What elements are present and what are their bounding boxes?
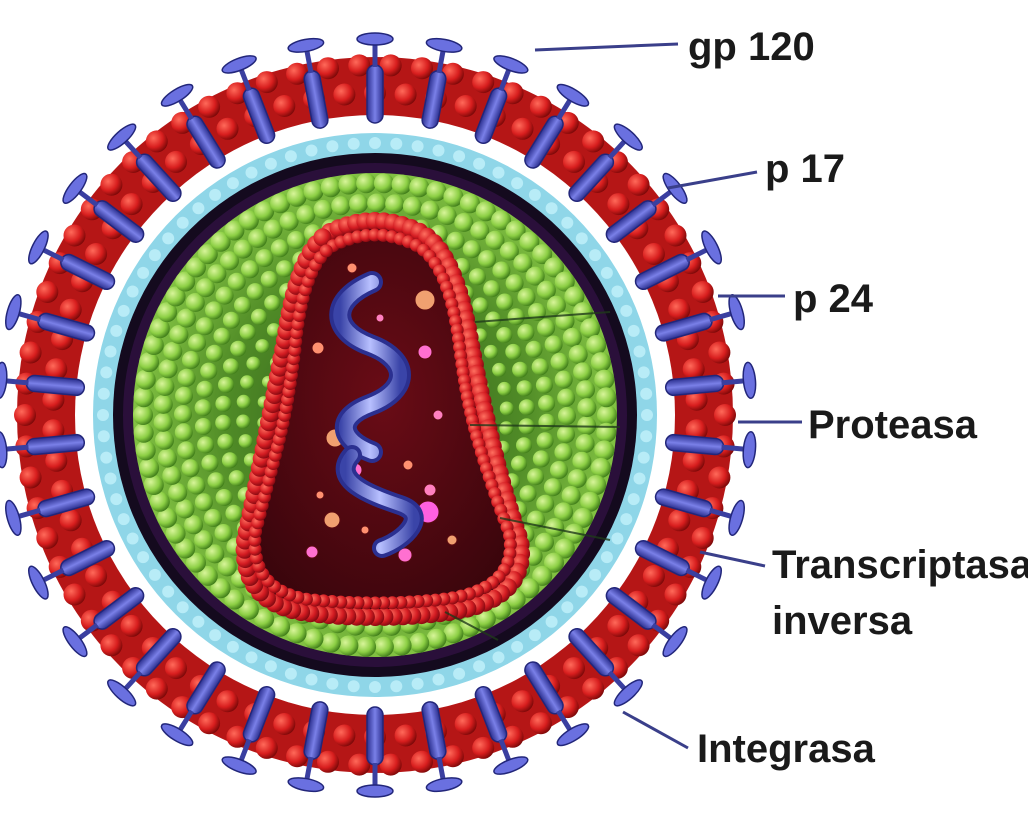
label-p24: p 24 <box>793 277 874 321</box>
label-proteasa: Proteasa <box>808 403 978 447</box>
label-inversa: inversa <box>772 599 913 643</box>
label-integrasa: Integrasa <box>697 727 876 771</box>
label-gp120: gp 120 <box>688 25 815 69</box>
label-transcriptasa: Transcriptasa <box>772 543 1028 587</box>
label-p17: p 17 <box>765 147 845 191</box>
